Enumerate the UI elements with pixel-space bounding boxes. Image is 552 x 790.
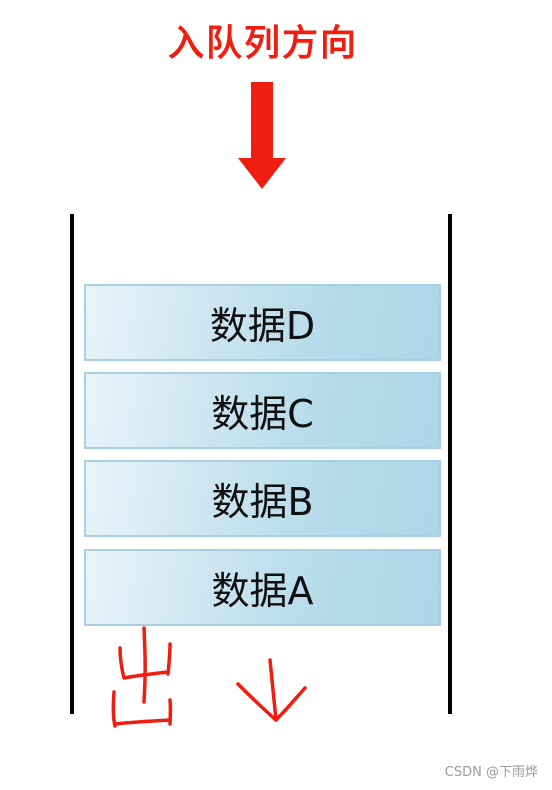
queue-block-label: 数据C: [211, 392, 314, 436]
queue-left-wall: [70, 214, 74, 714]
queue-block-label: 数据A: [211, 569, 314, 613]
queue-right-wall: [448, 214, 452, 714]
csdn-watermark: CSDN @下雨烨: [444, 765, 538, 780]
queue-block-c: 数据C: [84, 372, 441, 449]
handwritten-dequeue-note: [111, 626, 307, 728]
arrow-down-icon: [238, 82, 286, 189]
queue-block-a: 数据A: [84, 549, 441, 626]
queue-block-label: 数据B: [211, 480, 314, 524]
queue-block-d: 数据D: [84, 284, 441, 361]
queue-block-label: 数据D: [209, 304, 316, 348]
queue-block-b: 数据B: [84, 460, 441, 537]
enqueue-direction-title: 入队列方向: [167, 23, 358, 64]
